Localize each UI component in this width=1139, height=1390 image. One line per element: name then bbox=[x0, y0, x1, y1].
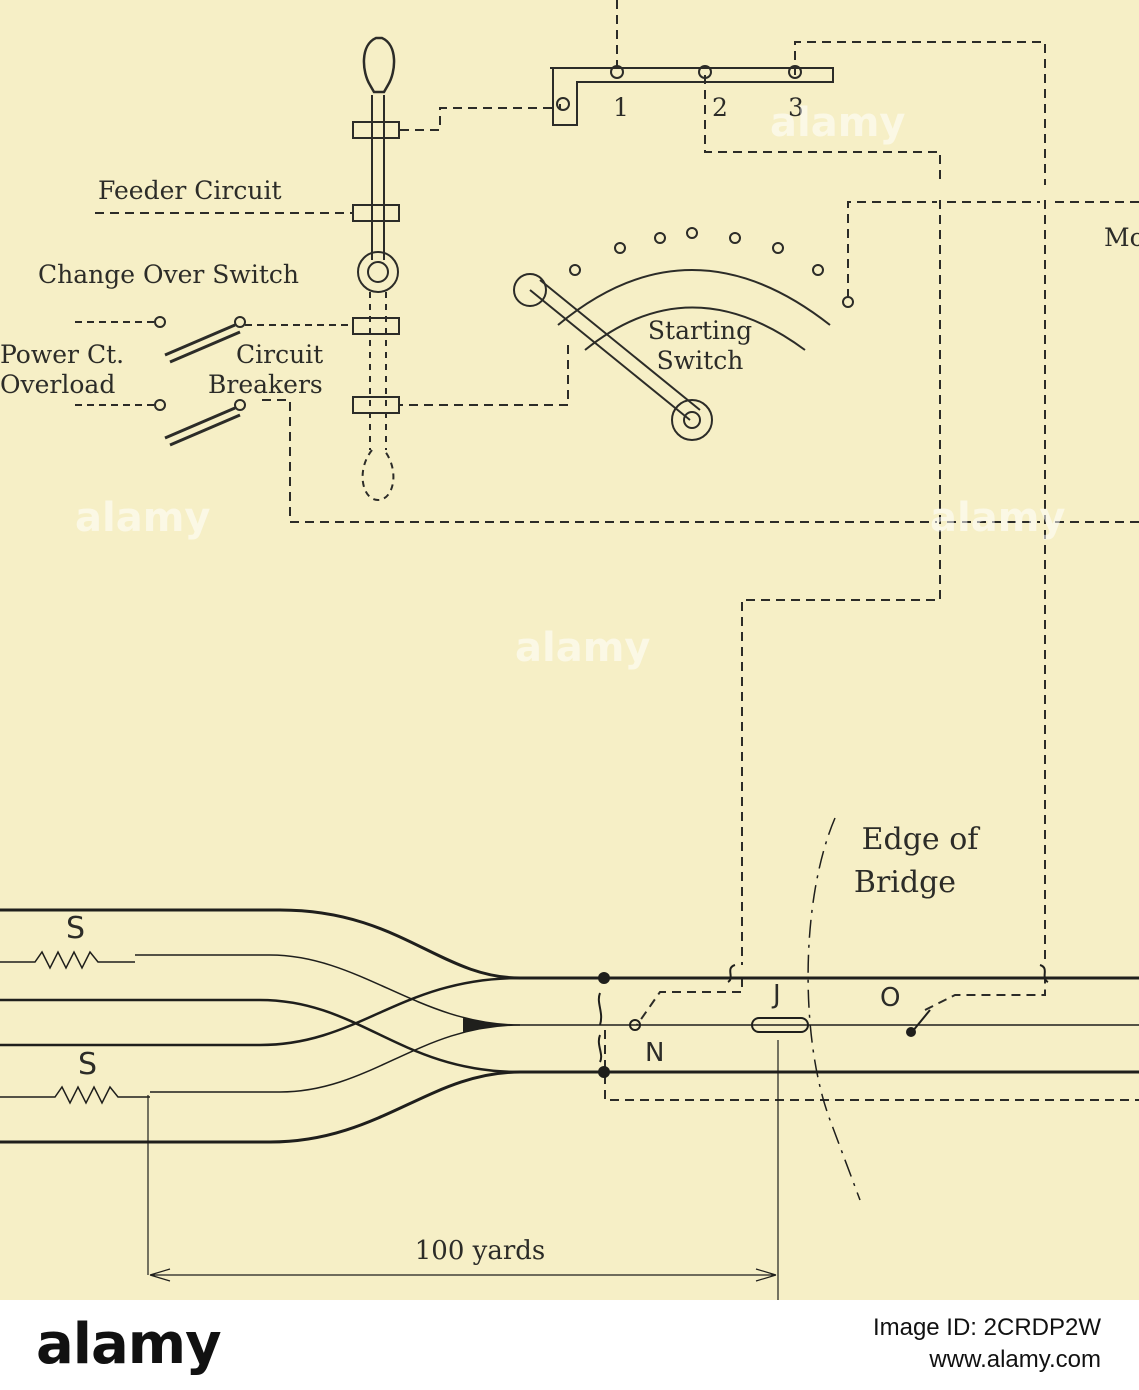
watermark: alamy bbox=[515, 625, 651, 671]
wire-O bbox=[924, 978, 1046, 1011]
breaker-coil-1 bbox=[164, 323, 241, 364]
rail-junction-bottom bbox=[598, 1066, 610, 1078]
starting-switch-arc-inner bbox=[584, 306, 806, 351]
stud bbox=[842, 296, 854, 308]
wire-left-down bbox=[262, 399, 937, 523]
contact-1-label: 1 bbox=[613, 93, 629, 122]
starting-switch-arc-outer bbox=[557, 269, 831, 326]
lever-pivot-outer bbox=[357, 251, 399, 293]
footer-bar bbox=[0, 1300, 1139, 1390]
edge-of-label: Edge of bbox=[861, 822, 979, 857]
breaker-terminal-4 bbox=[234, 399, 246, 411]
power-ct-label: Power Ct. bbox=[0, 340, 125, 369]
breakers-label: Breakers bbox=[208, 370, 323, 399]
signal-s-lower-label: S bbox=[78, 1047, 98, 1082]
watermark: alamy bbox=[75, 495, 211, 541]
contact-terminal-1 bbox=[610, 65, 624, 79]
stud bbox=[654, 232, 666, 244]
stud bbox=[569, 264, 581, 276]
jumper-bracket bbox=[727, 964, 1049, 983]
breaker-terminal-1 bbox=[154, 316, 166, 328]
contact-3-label: 3 bbox=[788, 93, 804, 122]
point-j-label: J bbox=[773, 980, 781, 1010]
bridge-edge-line bbox=[807, 817, 861, 1201]
starting-switch-handle bbox=[513, 273, 547, 307]
breaker-coil-2 bbox=[164, 406, 241, 447]
lever-pivot-inner bbox=[367, 261, 389, 283]
lever-alt-bulb bbox=[361, 449, 395, 502]
wire-contact2-to-motor bbox=[704, 75, 941, 185]
signal-resistor-upper bbox=[0, 950, 135, 970]
change-over-switch-label: Change Over Switch bbox=[38, 260, 299, 289]
rail-bottom-outer bbox=[0, 1070, 1139, 1144]
lever-contact-1 bbox=[352, 121, 400, 139]
lever-shaft bbox=[371, 95, 385, 260]
contact-terminal-2 bbox=[698, 65, 712, 79]
bridge-label: Bridge bbox=[853, 865, 957, 900]
rail-top-inner bbox=[0, 998, 521, 1074]
point-o-terminal bbox=[906, 1027, 916, 1037]
distance-label: 100 yards bbox=[414, 1236, 546, 1266]
starting-switch-label-1: Starting bbox=[647, 316, 753, 345]
stud bbox=[812, 264, 824, 276]
image-id-block: Image ID: 2CRDP2W www.alamy.com bbox=[873, 1312, 1101, 1377]
motor-label: Mo bbox=[1104, 223, 1139, 252]
wiring-diagram bbox=[0, 0, 1139, 1300]
diagram-paper bbox=[0, 0, 1139, 1300]
rail-bottom-inner bbox=[0, 976, 521, 1047]
starting-switch-hub-inner bbox=[683, 411, 701, 429]
wire-N bbox=[636, 978, 743, 1026]
stud bbox=[772, 242, 784, 254]
rail-top-outer bbox=[0, 908, 1139, 980]
breaker-terminal-3 bbox=[234, 316, 246, 328]
stud bbox=[686, 227, 698, 239]
lever-contact-2 bbox=[352, 204, 400, 222]
wire-lever-to-contact bbox=[400, 104, 561, 131]
wire-vertical-mid bbox=[741, 200, 941, 965]
contact-2-label: 2 bbox=[712, 93, 728, 122]
overload-label: Overload bbox=[0, 370, 116, 399]
site-url-text: www.alamy.com bbox=[929, 1346, 1101, 1374]
bridge-brace bbox=[597, 992, 603, 1063]
contact-terminal-3 bbox=[788, 65, 802, 79]
image-id-text: Image ID: 2CRDP2W bbox=[872, 1314, 1101, 1341]
lever-bulb bbox=[362, 36, 396, 94]
lever-alt-shaft bbox=[369, 292, 387, 450]
wire-bottom-return bbox=[604, 1030, 1139, 1101]
wire-starting-arm bbox=[400, 345, 569, 406]
lever-contact-4 bbox=[352, 396, 400, 414]
starting-switch-hub bbox=[671, 399, 713, 441]
contact-terminal-pivot bbox=[556, 97, 570, 111]
lever-contact-3 bbox=[352, 317, 400, 335]
starting-switch-arm bbox=[529, 279, 701, 421]
signal-s-upper-label: S bbox=[66, 911, 86, 946]
wire-breaker-lines bbox=[75, 321, 158, 406]
distance-arrow bbox=[149, 1268, 777, 1282]
track-instrument-j bbox=[751, 1017, 809, 1033]
watermark: alamy bbox=[930, 495, 1066, 541]
feeder-circuit-label: Feeder Circuit bbox=[98, 176, 282, 205]
point-o-label: O bbox=[880, 983, 901, 1013]
wire-starting-switch-top bbox=[847, 201, 937, 298]
circuit-label: Circuit bbox=[236, 340, 324, 369]
watermark: alamy bbox=[770, 100, 906, 146]
breaker-terminal-2 bbox=[154, 399, 166, 411]
contact-bar bbox=[550, 67, 834, 126]
rail-junction-top bbox=[598, 972, 610, 984]
point-n-terminal bbox=[629, 1019, 641, 1031]
starting-switch-label-2: Switch bbox=[656, 346, 744, 375]
frog-point bbox=[463, 1018, 505, 1032]
signal-resistor-lower bbox=[0, 1085, 150, 1105]
point-n-label: N bbox=[645, 1038, 665, 1068]
stud bbox=[729, 232, 741, 244]
point-o-switch bbox=[911, 1009, 931, 1033]
alamy-logo: alamy bbox=[36, 1312, 222, 1377]
wire-contact3-to-right bbox=[794, 41, 1046, 185]
stud bbox=[614, 242, 626, 254]
